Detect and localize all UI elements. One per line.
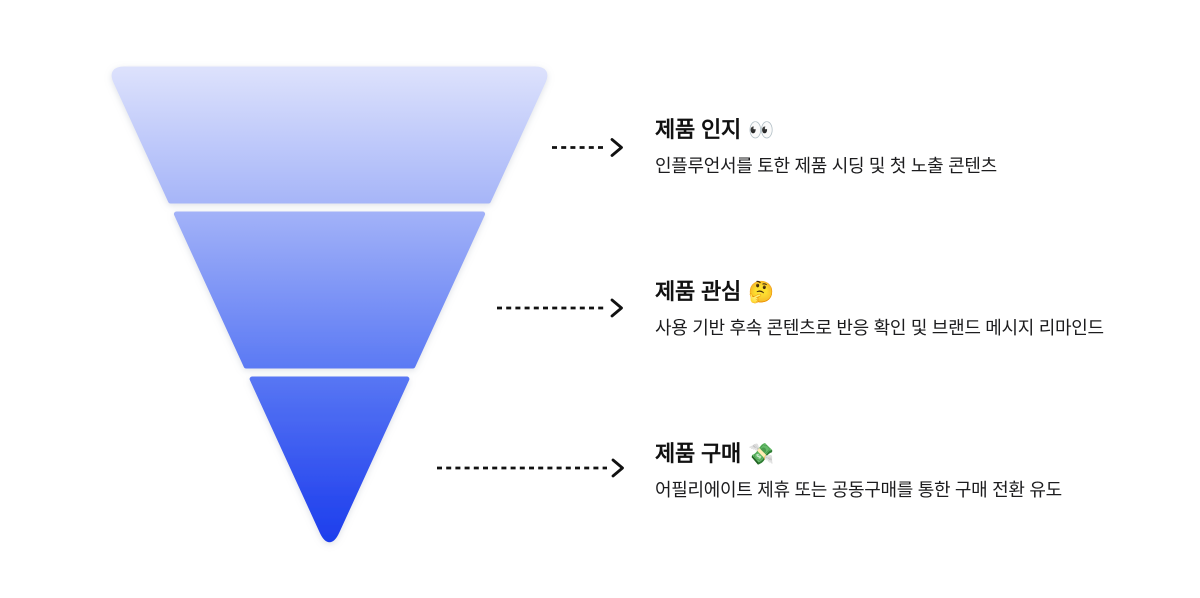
stage-awareness-title-text: 제품 인지 xyxy=(655,117,742,142)
funnel-segment-purchase xyxy=(249,376,410,543)
thinking-face-emoji-icon: 🤔 xyxy=(748,281,775,304)
arrow-purchase xyxy=(437,458,624,478)
stage-interest-description: 사용 기반 후속 콘텐츠로 반응 확인 및 브랜드 메시지 리마인드 xyxy=(655,318,1104,338)
stage-awareness-description: 인플루언서를 토한 제품 시딩 및 첫 노출 콘텐츠 xyxy=(655,156,997,176)
stage-interest-title: 제품 관심 🤔 xyxy=(655,279,1175,306)
money-with-wings-emoji-icon: 💸 xyxy=(748,443,775,466)
stage-purchase-title-text: 제품 구매 xyxy=(655,441,742,466)
arrow-awareness xyxy=(552,138,623,157)
stage-awareness: 제품 인지 👀 인플루언서를 토한 제품 시딩 및 첫 노출 콘텐츠 xyxy=(655,117,1175,178)
arrow-interest xyxy=(497,298,623,318)
stage-interest-title-text: 제품 관심 xyxy=(655,279,742,304)
stage-awareness-title: 제품 인지 👀 xyxy=(655,117,1175,144)
stage-interest: 제품 관심 🤔 사용 기반 후속 콘텐츠로 반응 확인 및 브랜드 메시지 리마인… xyxy=(655,279,1175,340)
eyes-emoji-icon: 👀 xyxy=(748,119,775,142)
funnel-segment-awareness xyxy=(111,66,548,204)
funnel-segment-interest xyxy=(173,211,486,369)
stage-purchase: 제품 구매 💸 어필리에이트 제휴 또는 공동구매를 통한 구매 전환 유도 xyxy=(655,441,1175,502)
stage-purchase-title: 제품 구매 💸 xyxy=(655,441,1175,468)
stage-purchase-description: 어필리에이트 제휴 또는 공동구매를 통한 구매 전환 유도 xyxy=(655,480,1062,500)
